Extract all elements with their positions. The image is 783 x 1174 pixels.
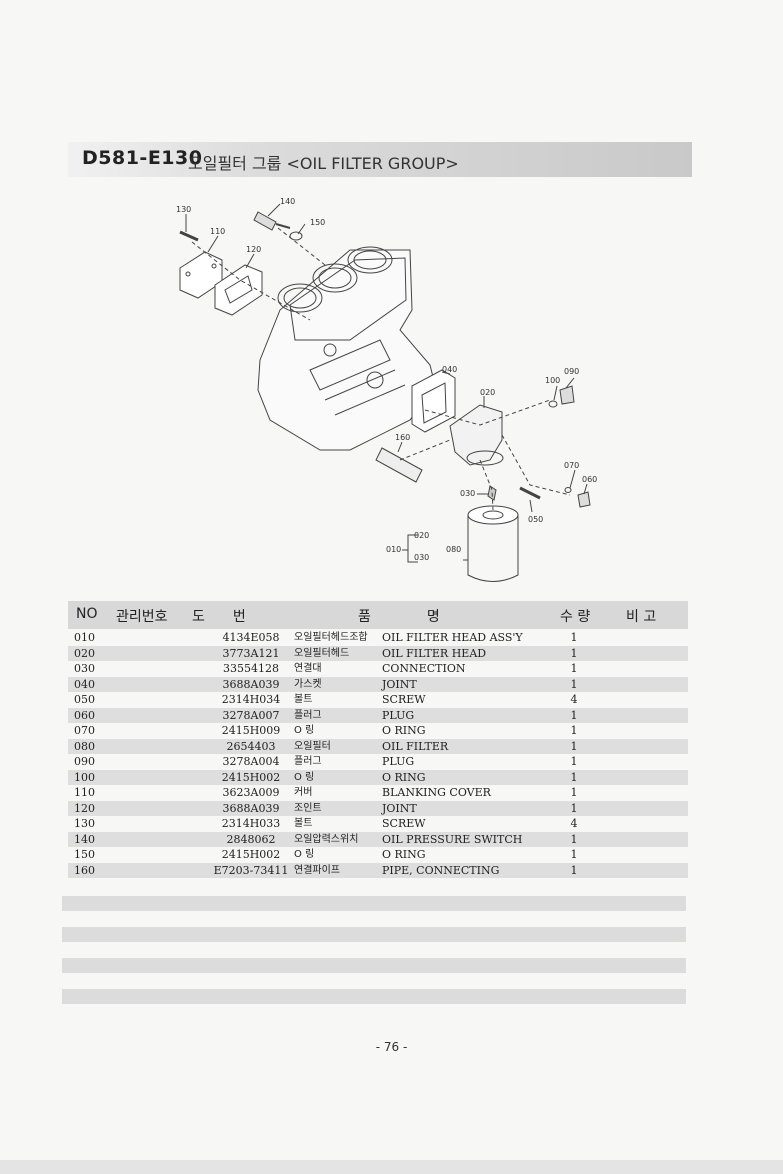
header-qty: 수 량 [560, 609, 591, 625]
svg-text:060: 060 [582, 475, 597, 484]
svg-text:090: 090 [564, 367, 579, 376]
header-no: NO [76, 606, 98, 622]
svg-text:140: 140 [280, 197, 295, 206]
svg-text:100: 100 [545, 376, 560, 385]
svg-text:050: 050 [528, 515, 543, 524]
header-mgmt-no: 관리번호 [116, 609, 168, 625]
empty-row-band [62, 927, 686, 942]
svg-text:080: 080 [446, 545, 461, 554]
table-header [68, 601, 688, 629]
group-title: 오일필터 그룹 <OIL FILTER GROUP> [188, 154, 459, 173]
parts-diagram: 130 140 150 110 120 040 020 100 090 160 … [176, 197, 597, 582]
header-part-name: 품 명 [358, 609, 440, 625]
svg-text:120: 120 [246, 245, 261, 254]
svg-text:040: 040 [442, 365, 457, 374]
svg-text:030: 030 [460, 489, 475, 498]
empty-row-band [62, 958, 686, 973]
svg-text:160: 160 [395, 433, 410, 442]
empty-row-band [62, 896, 686, 911]
page-number: - 76 - [375, 1040, 408, 1054]
header-note: 비 고 [626, 609, 657, 625]
title-bar [68, 142, 692, 177]
svg-text:150: 150 [310, 218, 325, 227]
group-code: D581-E130 [82, 147, 203, 169]
scan-edge [0, 1160, 783, 1174]
header-drawing-no: 도 번 [192, 609, 246, 625]
svg-text:020: 020 [414, 531, 429, 540]
svg-text:010: 010 [386, 545, 401, 554]
svg-text:130: 130 [176, 205, 191, 214]
svg-text:030: 030 [414, 553, 429, 562]
svg-text:110: 110 [210, 227, 225, 236]
empty-row-band [62, 989, 686, 1004]
svg-text:020: 020 [480, 388, 495, 397]
svg-text:070: 070 [564, 461, 579, 470]
